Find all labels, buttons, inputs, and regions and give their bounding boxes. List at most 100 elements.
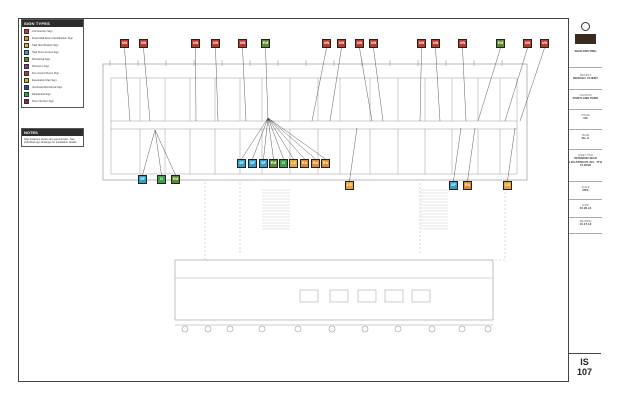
sign-tag-sf: SF [237, 159, 246, 168]
title-block-label: DATE [582, 204, 589, 207]
sign-tag-un: UN [191, 39, 200, 48]
sign-tag-un: UN [523, 39, 532, 48]
legend-label: Unit Number Sign [32, 30, 53, 33]
legend-item: Residential Sign [24, 91, 81, 98]
legend-swatch [24, 71, 29, 76]
legend-swatch [24, 29, 29, 34]
legend-label: Overhead Directional Sign [32, 86, 63, 89]
title-block-value: DESIGN / CLIENT [573, 76, 598, 80]
title-block-label: SCALE [581, 186, 590, 189]
legend-swatch [24, 36, 29, 41]
compass-icon [581, 22, 590, 31]
legend-item: Directional Sign [24, 56, 81, 63]
title-block-label: REVISION [579, 220, 592, 223]
sign-tag-ra: RA [300, 159, 309, 168]
sign-tag-un: UN [369, 39, 378, 48]
notes-box: NOTES Sign locations shown are approxima… [21, 128, 84, 148]
legend-item: Overhead Directional Sign [24, 84, 81, 91]
title-block-label: PROJECT [579, 74, 592, 77]
title-block-label: PHASE [581, 114, 590, 117]
legend-item: Stair Identification Sign [24, 42, 81, 49]
legend-item: Stair Floor Access Sign [24, 49, 81, 56]
sign-tag-un: UN [417, 39, 426, 48]
title-block-label: LOCATION [579, 94, 592, 97]
legend-swatch [24, 57, 29, 62]
sign-tag-un: UN [322, 39, 331, 48]
legend-label: Evacuation Map Sign [32, 79, 57, 82]
sign-tag-sf: SF [449, 181, 458, 190]
legend-swatch [24, 78, 29, 83]
title-block-value: PORTLAND PARK [572, 96, 599, 100]
sign-tag-un: UN [120, 39, 129, 48]
sign-tag-un: UN [458, 39, 467, 48]
legend-item: Restroom Sign [24, 63, 81, 70]
sign-tag-em: EM [269, 159, 278, 168]
legend-swatch [24, 99, 29, 104]
title-block-value: NTS [582, 188, 589, 192]
sign-tag-ra: RA [321, 159, 330, 168]
title-block-row: SIGN ROUTING [569, 49, 602, 68]
legend-label: Residential Sign [32, 93, 51, 96]
sign-tag-un: UN [355, 39, 364, 48]
legend-item: Unit Number Sign [24, 28, 81, 35]
title-block-value: 10.17.14 [579, 222, 592, 226]
title-block-value: CD [583, 116, 588, 120]
sign-tag-ra: RA [311, 159, 320, 168]
sign-tag-ls: LS [289, 159, 298, 168]
legend-label: Stair Identification Sign [32, 44, 59, 47]
title-block-label: ISSUE [581, 134, 590, 137]
legend-label: Restroom Sign [32, 65, 50, 68]
project-logo [575, 34, 596, 44]
sign-tag-un: UN [211, 39, 220, 48]
sign-tag-ls: LS [503, 181, 512, 190]
legend-title: SIGN TYPES [22, 20, 83, 27]
sign-tag-un: UN [431, 39, 440, 48]
title-block-label: SHEET TITLE [577, 154, 594, 157]
sign-tag-d: D [279, 159, 288, 168]
legend-swatch [24, 64, 29, 69]
sign-tag-em: EM [261, 39, 270, 48]
title-block-value: 10.20.14 [579, 206, 592, 210]
notes-text: Sign locations shown are approximate - S… [24, 138, 78, 145]
legend-label: Directional Sign [32, 58, 51, 61]
sign-tag-un: UN [540, 39, 549, 48]
sign-tag-un: UN [337, 39, 346, 48]
legend-swatch [24, 43, 29, 48]
sign-tag-ra: RA [463, 181, 472, 190]
sign-tag-em: EM [496, 39, 505, 48]
legend-item: Evacuation Map Sign [24, 77, 81, 84]
legend-label: Fixed Wall Room Identification Sign [32, 37, 73, 40]
sign-tag-un: UN [238, 39, 247, 48]
legend-swatch [24, 50, 29, 55]
sheet-number-box: IS 107 [568, 353, 601, 382]
sign-tag-sf: SF [138, 175, 147, 184]
legend-item: Floor Number Sign [24, 98, 81, 105]
legend-label: Floor Number Sign [32, 100, 54, 103]
title-block-value: INTERIOR SIGN LOCATION PLAN - 7TH FLOOR [569, 156, 602, 168]
sign-tag-d: D [157, 175, 166, 184]
legend-label: Stair Floor Access Sign [32, 51, 59, 54]
legend-item: Fire Control Room Sign [24, 70, 81, 77]
sign-tag-sf: SF [248, 159, 257, 168]
sheet-prefix: IS [580, 357, 589, 367]
sign-tag-sf: SF [259, 159, 268, 168]
drawing-sheet [18, 18, 601, 382]
title-block-value: No. A [581, 136, 590, 140]
sheet-number: 107 [576, 367, 593, 377]
title-block-value: SIGN ROUTING [574, 49, 597, 53]
sign-tag-un: UN [139, 39, 148, 48]
legend-swatch [24, 85, 29, 90]
legend-item: Fixed Wall Room Identification Sign [24, 35, 81, 42]
